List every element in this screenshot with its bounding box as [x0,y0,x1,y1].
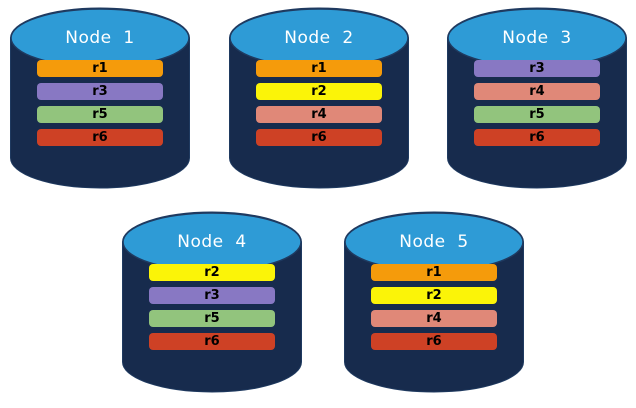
replica-list: r3 r4 r5 r6 [447,60,627,146]
replica-list: r1 r2 r4 r6 [229,60,409,146]
replica-bar: r3 [37,83,163,100]
replica-list: r2 r3 r5 r6 [122,264,302,350]
replica-bar: r6 [37,129,163,146]
replica-bar: r4 [256,106,382,123]
replica-bar: r2 [371,287,497,304]
cylinder-top-ellipse [344,212,524,272]
replica-bar: r3 [474,60,600,77]
replica-bar: r6 [371,333,497,350]
cylinder-top-ellipse [122,212,302,272]
cylinder-top-ellipse [229,8,409,68]
replica-bar: r5 [474,106,600,123]
replica-bar: r6 [149,333,275,350]
replica-list: r1 r3 r5 r6 [10,60,190,146]
replica-bar: r3 [149,287,275,304]
replica-bar: r6 [256,129,382,146]
cylinder-top-ellipse [10,8,190,68]
replica-bar: r5 [149,310,275,327]
replica-bar: r6 [474,129,600,146]
replica-bar: r1 [37,60,163,77]
replica-bar: r2 [149,264,275,281]
replica-bar: r2 [256,83,382,100]
replica-list: r1 r2 r4 r6 [344,264,524,350]
replica-bar: r4 [474,83,600,100]
cylinder-top-ellipse [447,8,627,68]
replica-bar: r1 [256,60,382,77]
replica-bar: r1 [371,264,497,281]
replica-bar: r5 [37,106,163,123]
replica-bar: r4 [371,310,497,327]
